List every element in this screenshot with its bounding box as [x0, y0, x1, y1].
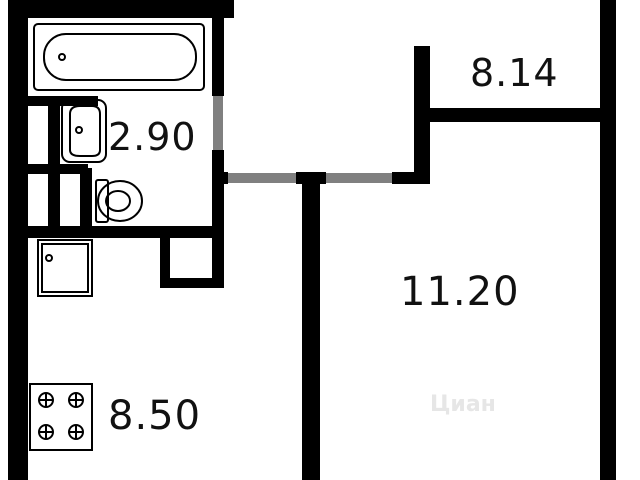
- bathtub-icon: [33, 23, 205, 91]
- wall-kitchen-room-divider: [302, 172, 320, 480]
- wall-top-left: [18, 0, 234, 18]
- wall-bath-partition-4: [80, 168, 92, 230]
- door-openings: [213, 96, 392, 183]
- wall-shaft-left: [160, 232, 170, 288]
- stove-icon: [29, 383, 93, 451]
- balcony-area-label: 8.14: [470, 51, 559, 95]
- wall-corridor-bottom-left: [218, 172, 228, 184]
- door-bath: [213, 96, 223, 150]
- living-room-area-label: 11.20: [400, 269, 520, 315]
- door-corridor-2: [326, 173, 392, 183]
- washer-icon: [37, 239, 93, 297]
- wall-shaft-bottom: [160, 278, 224, 288]
- wall-bath-bottom: [18, 226, 224, 238]
- watermark: Циан: [430, 392, 496, 417]
- wall-right: [600, 0, 616, 480]
- wall-bath-partition-3: [18, 164, 88, 174]
- kitchen-area-label: 8.50: [108, 393, 202, 439]
- wall-bath-right-upper: [212, 18, 224, 96]
- walls: [8, 0, 616, 480]
- bathroom-area-label: 2.90: [108, 115, 197, 159]
- wall-balcony-bottom: [414, 108, 614, 122]
- sink-icon: [61, 99, 107, 163]
- wall-bath-right-lower: [212, 150, 224, 284]
- door-corridor-1: [228, 173, 296, 183]
- wall-left: [8, 0, 28, 480]
- toilet-icon: [95, 179, 143, 223]
